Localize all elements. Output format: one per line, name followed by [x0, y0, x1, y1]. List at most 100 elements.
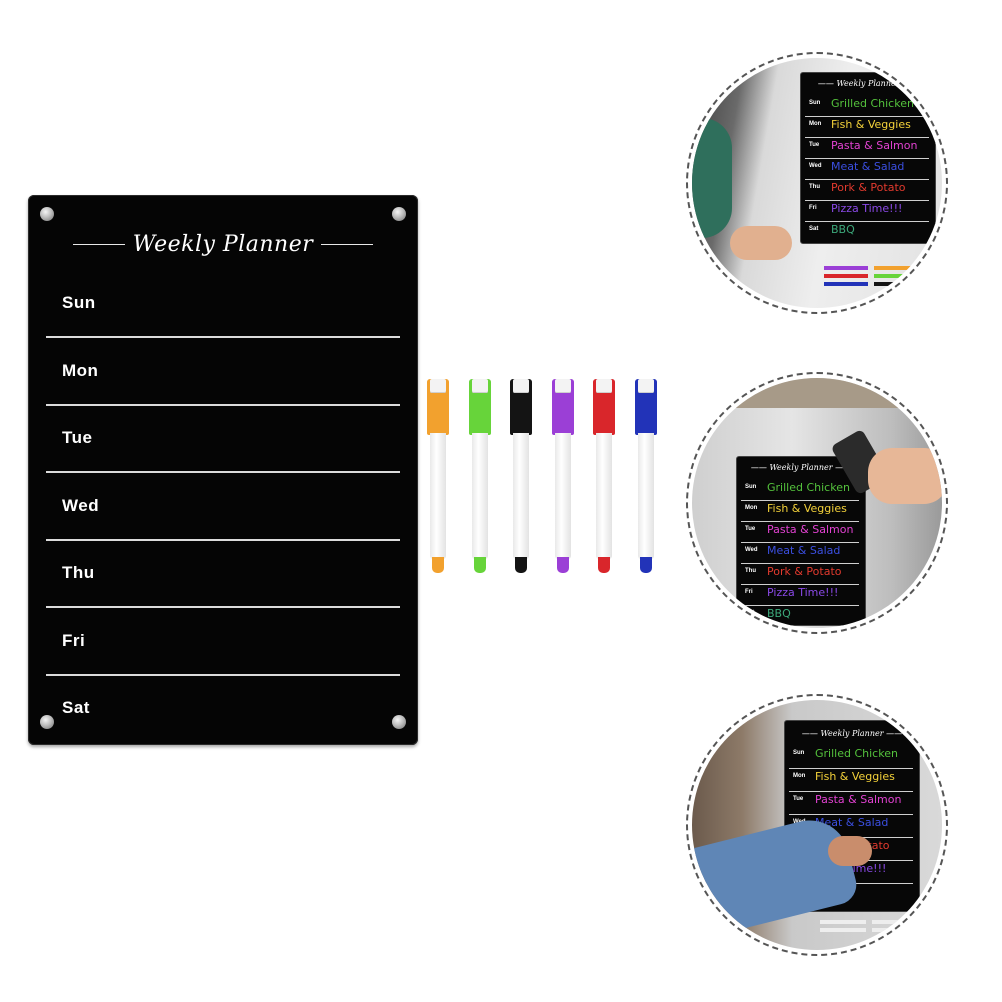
marker-cap [593, 379, 615, 435]
mini-divider [805, 137, 929, 138]
mini-meal-text: Pork & Potato [767, 565, 842, 578]
mini-divider [741, 563, 859, 564]
day-label-thu: Thu [62, 563, 95, 582]
cabinet [692, 378, 942, 408]
mini-day-label: Sun [793, 750, 805, 756]
eraser-icon [554, 379, 571, 393]
mini-day-label: Sun [809, 100, 821, 106]
marker-cap [551, 379, 574, 435]
mini-meal-text: BBQ [767, 607, 791, 620]
marker-tip [556, 557, 569, 573]
marker-purple [551, 379, 574, 575]
marker-cap [634, 379, 657, 435]
marker-tip [639, 557, 652, 573]
marker-cap [427, 379, 449, 435]
mini-day-label: Tue [809, 142, 820, 148]
eraser-icon [471, 379, 488, 393]
marker-cap [510, 379, 532, 435]
mini-divider [805, 200, 929, 201]
mini-meal-text: Pizza Time!!! [767, 586, 839, 599]
mini-divider [741, 521, 859, 522]
mini-day-label: Fri [745, 589, 753, 595]
mini-meal-text: Pork & Potato [831, 181, 906, 194]
mini-divider [741, 500, 859, 501]
day-divider [46, 336, 400, 338]
day-label-mon: Mon [62, 360, 99, 380]
mini-meal-text: Fish & Veggies [815, 770, 895, 783]
mini-row-tue: Tue Pasta & Salmon [805, 139, 933, 157]
mini-row-sat: Sat BBQ [741, 607, 863, 625]
mini-meal-text: Pasta & Salmon [831, 139, 918, 152]
screw-icon [40, 715, 54, 729]
eraser-icon [513, 379, 529, 393]
day-divider [46, 471, 400, 473]
mini-day-label: Fri [809, 205, 817, 211]
marker-tip [598, 557, 610, 573]
mini-divider [789, 768, 913, 769]
marker-barrel [471, 433, 488, 559]
marker-blue [634, 379, 657, 575]
mini-divider [789, 814, 913, 815]
marker-tip [473, 557, 486, 573]
hand [868, 448, 942, 504]
mini-day-label: Sat [745, 610, 755, 616]
day-divider [46, 538, 400, 541]
mini-board-title: —— Weekly Planner —— [801, 729, 903, 738]
person-sleeve [692, 118, 732, 238]
mini-divider [741, 605, 859, 606]
mini-divider [805, 179, 929, 180]
mini-day-label: Wed [809, 163, 822, 169]
mini-day-label: Thu [809, 184, 820, 190]
marker-tip [432, 557, 444, 573]
mini-row-thu: Thu Pork & Potato [805, 181, 933, 199]
mini-meal-text: BBQ [831, 223, 855, 236]
board-title: Weekly Planner [132, 231, 314, 257]
mini-meal-text: Pasta & Salmon [815, 793, 902, 806]
mini-day-label: Sat [809, 226, 819, 232]
mini-divider [741, 542, 859, 543]
mini-day-label: Mon [793, 773, 806, 779]
title-divider-left [72, 243, 125, 245]
mini-day-label: Wed [745, 547, 758, 553]
mini-meal-text: Meat & Salad [815, 816, 889, 829]
mini-markers [820, 918, 920, 942]
marker-red [593, 379, 615, 575]
day-label-wed: Wed [62, 495, 100, 515]
mini-divider [789, 791, 913, 792]
mini-row-tue: Tue Pasta & Salmon [789, 793, 917, 811]
mini-day-label: Tue [793, 796, 804, 802]
day-label-fri: Fri [62, 630, 86, 650]
mini-day-label: Sun [745, 484, 757, 490]
mini-board-title: —— Weekly Planner —— [817, 79, 919, 88]
marker-black [510, 379, 532, 575]
mini-row-sat: Sat BBQ [805, 223, 933, 241]
mini-day-label: Mon [745, 505, 758, 511]
marker-barrel [637, 433, 654, 559]
mini-divider [805, 221, 929, 222]
marker-barrel [430, 433, 446, 559]
mini-board-title: —— Weekly Planner —— [750, 463, 852, 472]
screw-icon [40, 207, 54, 221]
eraser-icon [596, 379, 612, 393]
marker-orange [427, 379, 449, 575]
title-divider-right [321, 243, 374, 245]
day-divider [46, 403, 400, 406]
marker-barrel [513, 433, 529, 559]
marker-cap [468, 379, 491, 435]
mini-meal-text: Meat & Salad [767, 544, 841, 557]
mini-meal-text: Grilled Chicken [831, 97, 914, 110]
